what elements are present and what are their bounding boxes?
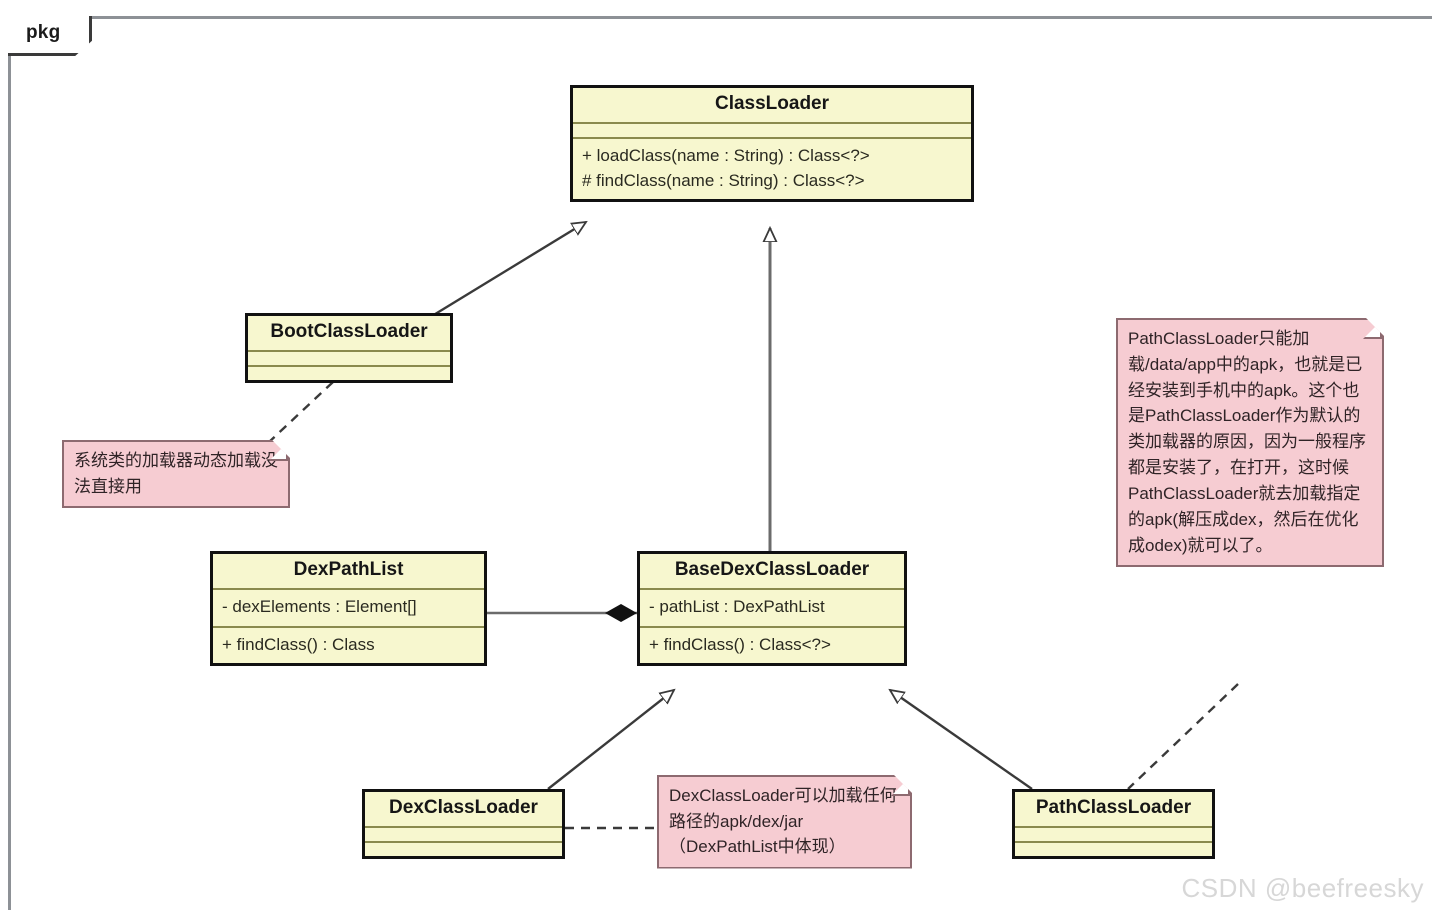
- package-frame: [8, 16, 1432, 910]
- method-item: + loadClass(name : String) : Class<?>: [582, 145, 870, 165]
- class-name: ClassLoader: [714, 93, 830, 114]
- class-name: DexClassLoader: [389, 797, 538, 818]
- attributes-compartment: - pathList : DexPathList: [640, 590, 904, 626]
- compartment-separator: [213, 587, 484, 590]
- compartment-separator: [248, 349, 450, 352]
- compartment-separator: [1015, 825, 1212, 828]
- compartment-separator: [1015, 840, 1212, 843]
- class-name: BaseDexClassLoader: [674, 559, 870, 580]
- note-text: 系统类的加载器动态加载没法直接用: [74, 451, 278, 496]
- note-dexclassloader[interactable]: DexClassLoader可以加载任何路径的apk/dex/jar（DexPa…: [657, 775, 912, 869]
- class-box-classloader[interactable]: ClassLoader + loadClass(name : String) :…: [570, 85, 974, 203]
- attribute-item: - pathList : DexPathList: [649, 596, 825, 616]
- class-name: PathClassLoader: [1035, 797, 1192, 818]
- class-name: DexPathList: [293, 559, 404, 580]
- compartment-separator: [365, 825, 562, 828]
- note-bootclassloader[interactable]: 系统类的加载器动态加载没法直接用: [62, 440, 290, 508]
- compartment-separator: [573, 136, 971, 139]
- attributes-compartment: [1015, 828, 1212, 841]
- compartment-separator: [573, 121, 971, 124]
- method-item: # findClass(name : String) : Class<?>: [582, 170, 865, 190]
- attributes-compartment: [365, 828, 562, 841]
- compartment-separator: [365, 840, 562, 843]
- class-box-dexpathlist[interactable]: DexPathList - dexElements : Element[] + …: [210, 551, 487, 667]
- class-box-dexclassloader[interactable]: DexClassLoader: [362, 789, 565, 859]
- note-pathclassloader[interactable]: PathClassLoader只能加载/data/app中的apk，也就是已经安…: [1116, 318, 1384, 567]
- methods-compartment: [248, 367, 450, 380]
- class-box-bootclassloader[interactable]: BootClassLoader: [245, 313, 453, 383]
- watermark: CSDN @beefreesky: [1181, 873, 1424, 903]
- attributes-compartment: [248, 352, 450, 365]
- class-name: BootClassLoader: [270, 321, 428, 342]
- methods-compartment: [365, 843, 562, 856]
- attribute-item: - dexElements : Element[]: [222, 596, 417, 616]
- methods-compartment: + findClass() : Class: [213, 628, 484, 664]
- note-text: DexClassLoader可以加载任何路径的apk/dex/jar（DexPa…: [669, 786, 897, 856]
- note-text: PathClassLoader只能加载/data/app中的apk，也就是已经安…: [1128, 329, 1366, 555]
- class-box-pathclassloader[interactable]: PathClassLoader: [1012, 789, 1215, 859]
- attributes-compartment: [573, 124, 971, 137]
- methods-compartment: [1015, 843, 1212, 856]
- methods-compartment: + loadClass(name : String) : Class<?> # …: [573, 139, 971, 199]
- attributes-compartment: - dexElements : Element[]: [213, 590, 484, 626]
- package-tab: [8, 16, 92, 56]
- method-item: + findClass() : Class<?>: [649, 634, 831, 654]
- compartment-separator: [213, 625, 484, 628]
- compartment-separator: [640, 625, 904, 628]
- methods-compartment: + findClass() : Class<?>: [640, 628, 904, 664]
- compartment-separator: [248, 364, 450, 367]
- package-tab-label: pkg: [26, 22, 61, 43]
- compartment-separator: [640, 587, 904, 590]
- method-item: + findClass() : Class: [222, 634, 375, 654]
- class-box-basedexclassloader[interactable]: BaseDexClassLoader - pathList : DexPathL…: [637, 551, 907, 667]
